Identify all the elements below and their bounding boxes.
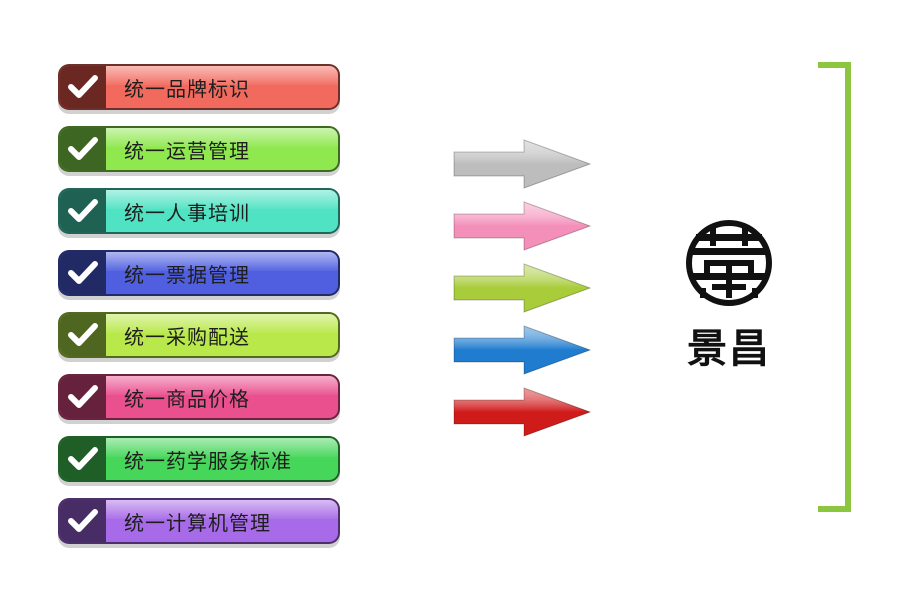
- item-label: 统一药学服务标准: [124, 448, 292, 473]
- list-item: 统一人事培训: [58, 188, 340, 234]
- company-logo: 景昌: [674, 218, 784, 374]
- list-item: 统一药学服务标准: [58, 436, 340, 482]
- arrow-icon: [452, 262, 592, 314]
- arrow-icon: [452, 138, 592, 190]
- item-label: 统一商品价格: [124, 386, 250, 411]
- list-item: 统一品牌标识: [58, 64, 340, 110]
- list-item: 统一运营管理: [58, 126, 340, 172]
- list-item: 统一计算机管理: [58, 498, 340, 544]
- check-icon: [60, 314, 106, 356]
- arrow-icon: [452, 324, 592, 376]
- item-label: 统一品牌标识: [124, 76, 250, 101]
- list-item: 统一商品价格: [58, 374, 340, 420]
- list-item: 统一采购配送: [58, 312, 340, 358]
- item-label: 统一计算机管理: [124, 510, 271, 535]
- check-icon: [60, 252, 106, 294]
- item-label: 统一票据管理: [124, 262, 250, 287]
- list-item: 统一票据管理: [58, 250, 340, 296]
- right-bracket: [818, 62, 851, 512]
- check-icon: [60, 500, 106, 542]
- check-icon: [60, 128, 106, 170]
- item-label: 统一运营管理: [124, 138, 250, 163]
- check-icon: [60, 376, 106, 418]
- item-label: 统一人事培训: [124, 200, 250, 225]
- arrow-icon: [452, 386, 592, 438]
- shou-longevity-icon: [686, 220, 772, 306]
- check-icon: [60, 438, 106, 480]
- check-icon: [60, 66, 106, 108]
- arrow-icon: [452, 200, 592, 252]
- logo-text: 景昌: [687, 325, 771, 372]
- check-icon: [60, 190, 106, 232]
- item-label: 统一采购配送: [124, 324, 250, 349]
